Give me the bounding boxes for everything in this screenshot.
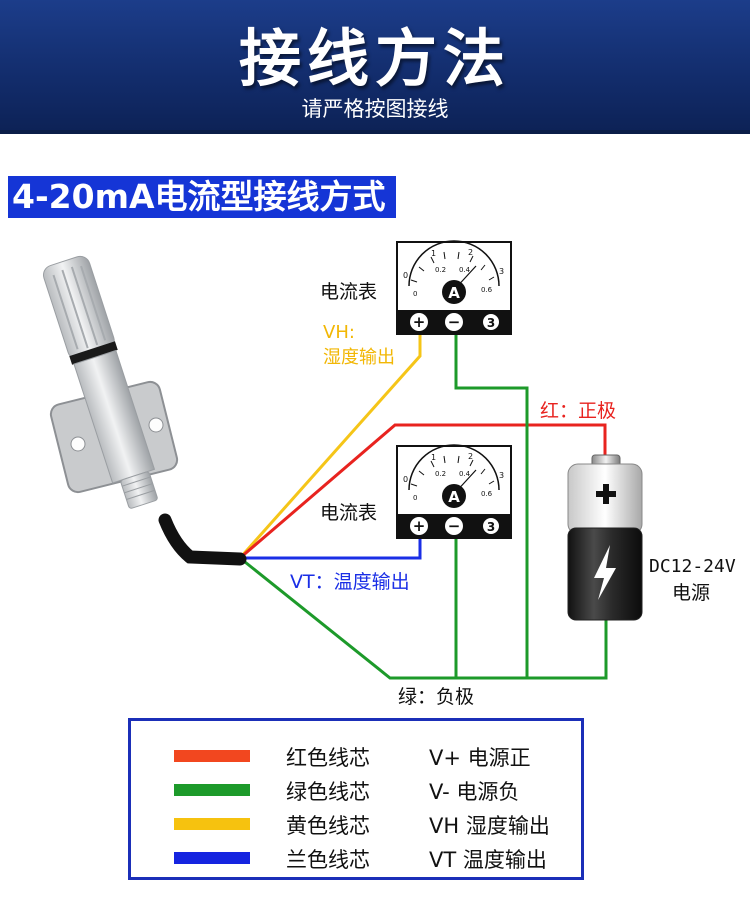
scale-inner-0: 0 — [413, 494, 417, 502]
vh-label-line2: 湿度输出 — [323, 347, 395, 368]
scale-inner-3: 0.6 — [481, 286, 493, 294]
scale-outer-1: 1 — [431, 453, 436, 462]
power-label-line1: DC12-24V — [649, 556, 736, 577]
ammeter-2-label: 电流表 — [320, 502, 378, 524]
plus-icon: + — [413, 313, 426, 331]
ammeter-1-label: 电流表 — [320, 281, 378, 303]
legend-desc: V- 电源负 — [429, 780, 520, 804]
battery-icon — [567, 454, 643, 621]
plus-icon: + — [413, 517, 426, 535]
legend-swatch-green — [174, 784, 250, 796]
scale-inner-0: 0 — [413, 290, 417, 298]
legend-row: 绿色线芯 V- 电源负 — [131, 773, 581, 807]
legend-desc: VT 温度输出 — [429, 848, 547, 872]
scale-outer-3: 3 — [499, 267, 504, 276]
green-wire — [239, 556, 608, 680]
legend-swatch-blue — [174, 852, 250, 864]
header-banner: 接线方法 请严格按图接线 — [0, 0, 750, 134]
yellow-wire — [238, 333, 422, 559]
wire-color-legend: 红色线芯 V+ 电源正 绿色线芯 V- 电源负 黄色线芯 VH 湿度输出 兰色线… — [128, 718, 584, 880]
scale-outer-0: 0 — [403, 271, 408, 280]
ammeter-symbol: A — [448, 488, 460, 506]
scale-outer-0: 0 — [403, 475, 408, 484]
header-divider — [0, 130, 750, 134]
scale-inner-2: 0.4 — [459, 266, 471, 274]
legend-name: 红色线芯 — [286, 746, 370, 770]
ammeter-icon: A 0 1 2 3 0 0.2 0.4 0.6 + − 3 — [396, 444, 512, 539]
legend-desc: V+ 电源正 — [429, 746, 531, 770]
legend-row: 黄色线芯 VH 湿度输出 — [131, 807, 581, 841]
vh-label-line1: VH: — [323, 322, 355, 343]
legend-name: 黄色线芯 — [286, 814, 370, 838]
minus-icon: − — [448, 517, 461, 535]
ammeter-symbol: A — [448, 284, 460, 302]
legend-row: 红色线芯 V+ 电源正 — [131, 739, 581, 773]
scale-inner-1: 0.2 — [435, 266, 446, 274]
terminal-3: 3 — [487, 316, 495, 330]
green-wire-meter1 — [454, 333, 529, 678]
legend-name: 绿色线芯 — [286, 780, 370, 804]
wires — [238, 333, 608, 680]
red-positive-label: 红：正极 — [540, 400, 617, 422]
green-negative-label: 绿：负极 — [398, 686, 475, 708]
section-title: 4-20mA电流型接线方式 — [8, 176, 396, 218]
terminal-3: 3 — [487, 520, 495, 534]
red-wire — [239, 423, 607, 560]
sensor-probe-icon — [42, 255, 247, 566]
vt-label: VT：温度输出 — [290, 571, 410, 593]
scale-outer-2: 2 — [468, 452, 473, 461]
page-subtitle: 请严格按图接线 — [301, 97, 449, 121]
scale-outer-1: 1 — [431, 249, 436, 258]
legend-name: 兰色线芯 — [286, 848, 370, 872]
legend-row: 兰色线芯 VT 温度输出 — [131, 841, 581, 875]
page-title: 接线方法 — [238, 22, 511, 95]
legend-swatch-yellow — [174, 818, 250, 830]
scale-outer-2: 2 — [468, 248, 473, 257]
legend-swatch-red — [174, 750, 250, 762]
minus-icon: − — [448, 313, 461, 331]
scale-inner-3: 0.6 — [481, 490, 493, 498]
scale-inner-2: 0.4 — [459, 470, 471, 478]
ammeter-icon: A 0 1 2 3 0 0.2 0.4 0.6 + − 3 — [396, 240, 512, 335]
scale-outer-3: 3 — [499, 471, 504, 480]
lightning-icon — [594, 545, 616, 600]
blue-wire — [240, 538, 422, 560]
legend-desc: VH 湿度输出 — [429, 814, 550, 838]
power-label-line2: 电源 — [672, 582, 711, 604]
scale-inner-1: 0.2 — [435, 470, 446, 478]
